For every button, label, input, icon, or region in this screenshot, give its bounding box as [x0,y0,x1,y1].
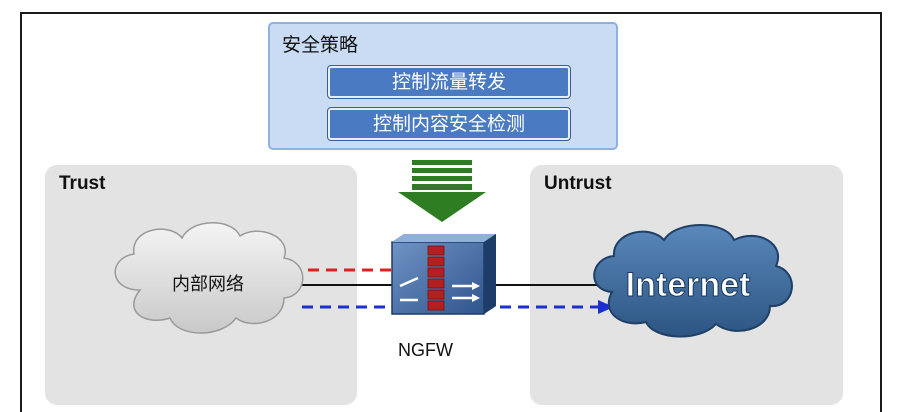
firewall-label: NGFW [398,340,453,360]
trust-zone-label: Trust [59,173,106,194]
security-policy-box: 安全策略 控制流量转发 控制内容安全检测 [268,22,618,150]
internet-cloud-icon [593,224,793,338]
firewall-device-icon [391,234,496,315]
traffic-forwarding-control-item: 控制流量转发 [327,65,571,99]
content-security-inspection-item: 控制内容安全检测 [327,107,571,141]
internal-network-cloud-icon [114,222,304,334]
internal-network-label: 内部网络 [172,274,244,295]
security-policy-title: 安全策略 [282,34,359,56]
policy-applied-arrow-icon [398,160,486,222]
network-diagram-graphics: 内部网络 Internet [114,160,793,338]
untrust-zone-label: Untrust [544,173,612,194]
internet-label: Internet [626,266,751,304]
allowed-flow-arrowhead [598,300,614,314]
diagram-frame [20,12,882,412]
